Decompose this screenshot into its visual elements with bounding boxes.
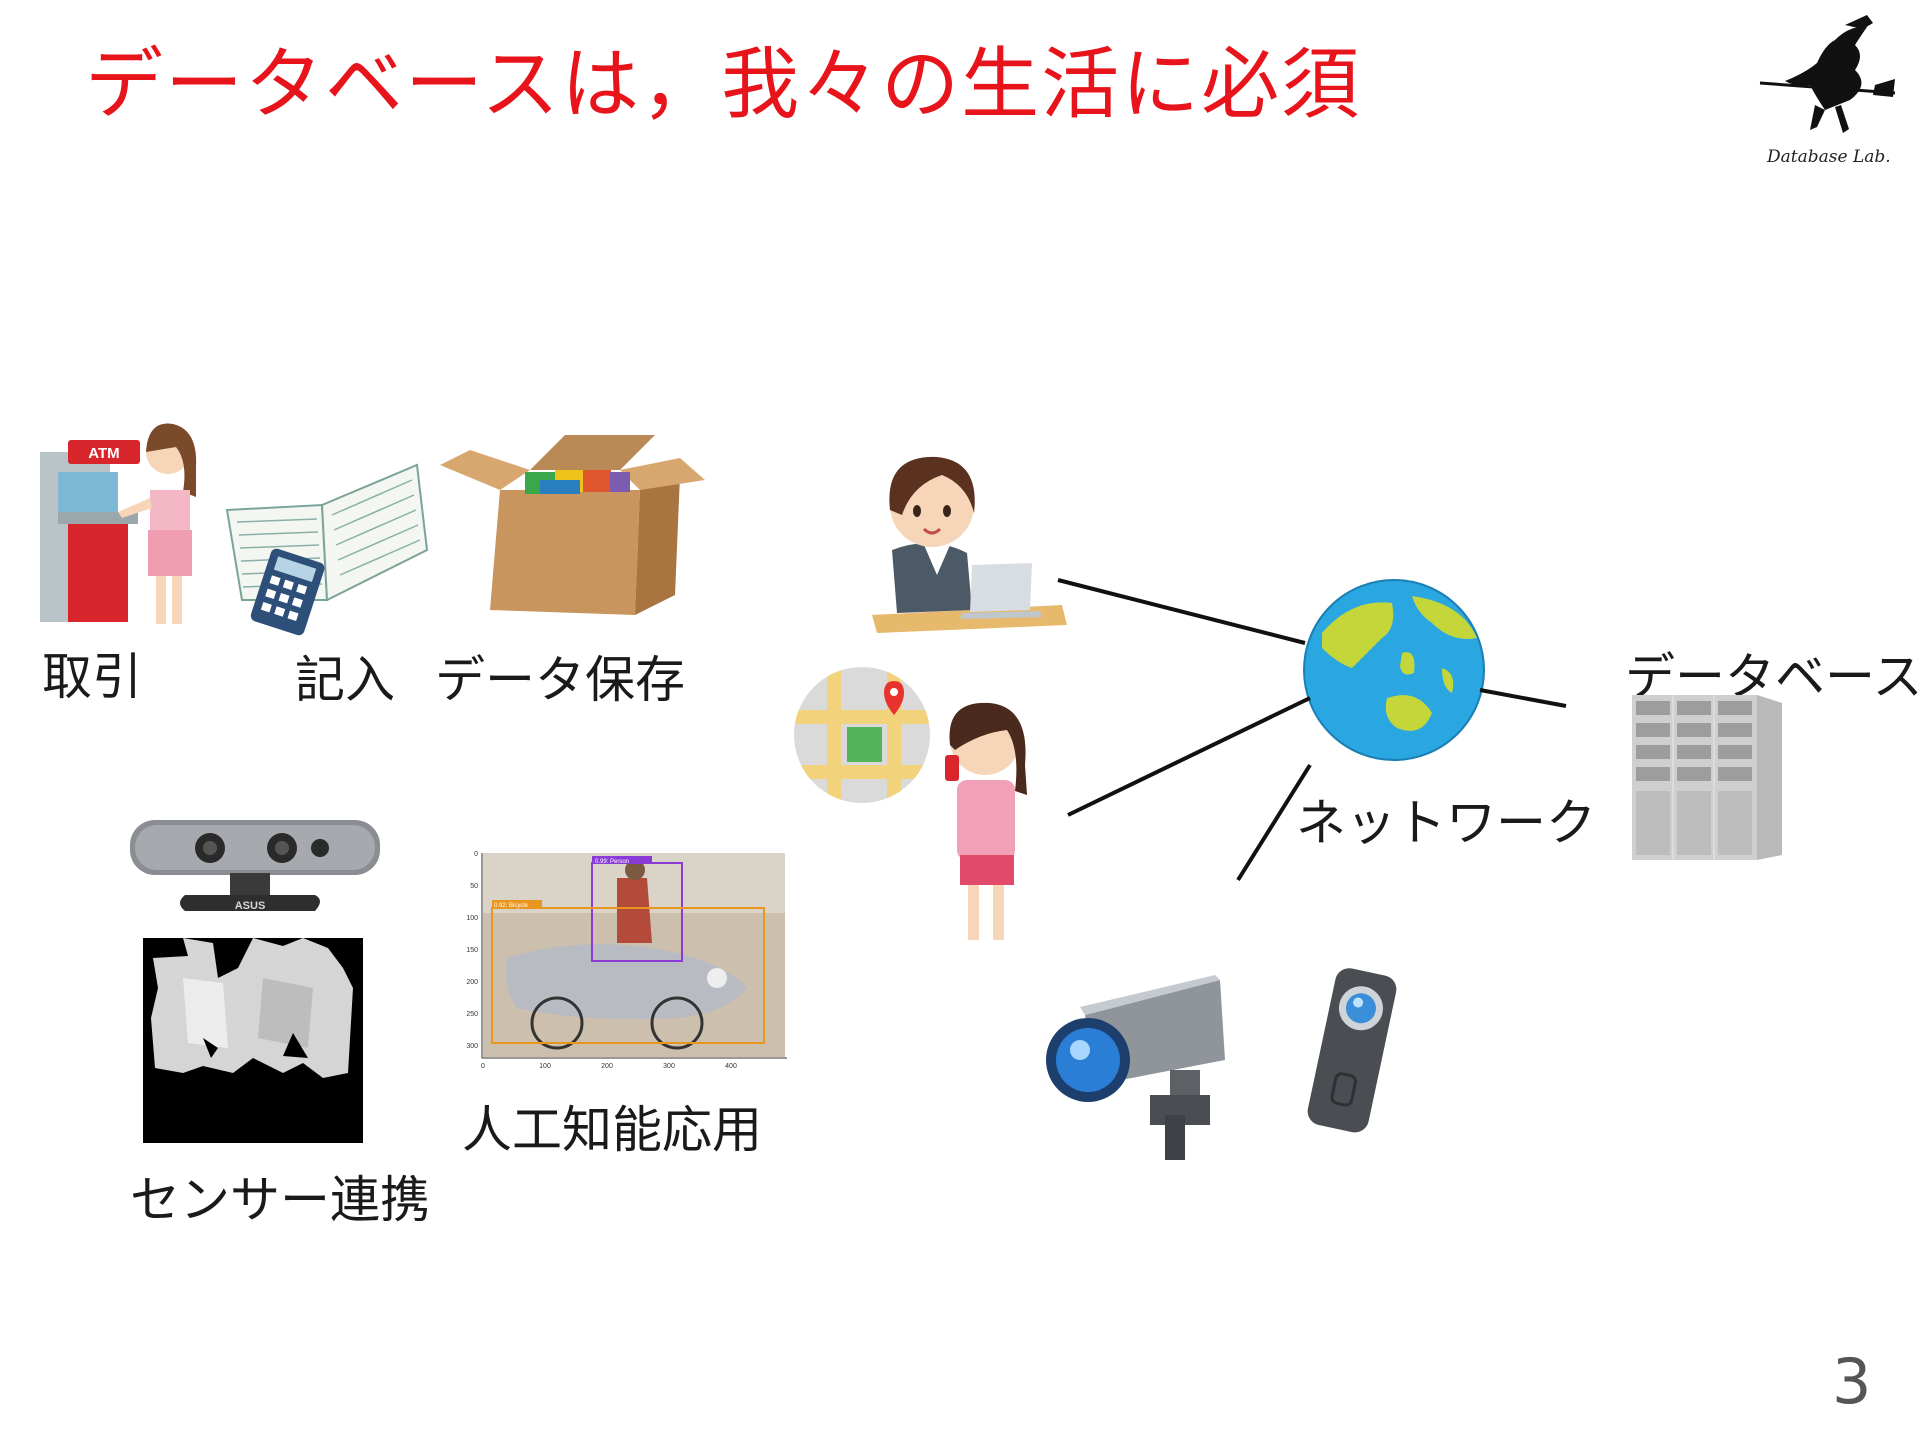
database-lab-logo: Database Lab. [1755,15,1900,175]
witch-icon [1759,15,1896,133]
x-tick: 200 [601,1063,613,1070]
x-tick: 0 [481,1063,485,1070]
depth-image [143,938,363,1147]
x-tick: 300 [663,1063,675,1070]
label-transaction: 取引 [42,648,142,706]
label-ai-application: 人工知能応用 [462,1101,762,1159]
label-data-storage: データ保存 [435,651,685,709]
y-tick: 150 [466,947,478,954]
detection-label-person: 0.99: Person [595,859,629,865]
label-network: ネットワーク [1296,794,1596,852]
phone-user-illustration [935,695,1045,954]
atm-sign: ATM [88,445,119,462]
office-worker-illustration [862,445,1072,639]
page-number: 3 [1832,1345,1872,1418]
notebook-illustration [222,460,432,639]
object-detection-plot: 0.99: Person 0.92: Bicycle 0 50 100 150 … [447,848,787,1082]
atm-illustration: ATM [38,412,208,636]
y-tick: 0 [474,851,478,858]
label-sensor: センサー連携 [130,1171,430,1229]
x-tick: 400 [725,1063,737,1070]
server-rack-icon [1632,695,1812,864]
x-tick: 100 [539,1063,551,1070]
y-tick: 200 [466,979,478,986]
slide-title: データベースは，我々の生活に必須 [85,40,1362,130]
y-tick: 100 [466,915,478,922]
y-tick: 300 [466,1043,478,1050]
label-entry: 記入 [295,651,395,709]
logo-text: Database Lab. [1767,147,1891,167]
y-tick: 250 [466,1011,478,1018]
detection-label-bicycle: 0.92: Bicycle [494,903,529,909]
y-tick: 50 [470,883,478,890]
globe-icon [1302,578,1487,767]
sensor-brand: ASUS [235,900,266,912]
security-camera-icon [1040,975,1240,1164]
map-illustration [792,665,932,809]
box-illustration [440,430,705,624]
depth-camera-illustration: ASUS [130,815,380,929]
action-camera-icon [1305,965,1400,1144]
